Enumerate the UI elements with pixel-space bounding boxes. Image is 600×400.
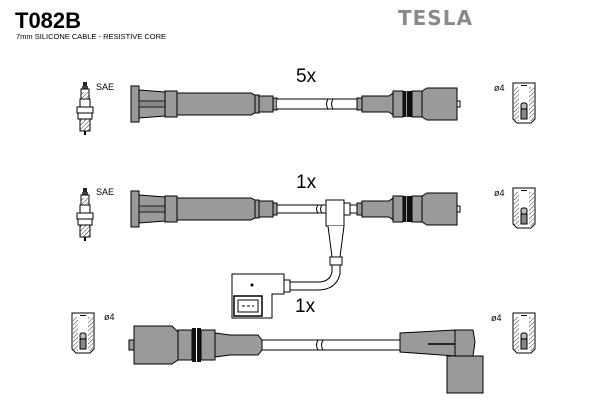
row3-cable	[262, 339, 400, 351]
row2-terminal-label: ø4	[494, 188, 505, 198]
row3-coil-boot	[128, 325, 263, 365]
row1-plug-label: SAE	[96, 82, 115, 92]
part-number: T082B	[15, 8, 82, 33]
row1-cable	[277, 98, 362, 110]
row3-right-terminal-label: ø4	[491, 313, 502, 323]
row2-quantity: 1x	[296, 172, 317, 193]
row2-plug-label: SAE	[96, 187, 115, 197]
row2-branch-quantity: 1x	[295, 296, 316, 317]
sensor-connector-icon	[231, 273, 291, 319]
row1-coil-boot	[356, 87, 461, 121]
row2-terminal-icon	[512, 187, 536, 229]
row2-coil-boot	[356, 192, 461, 226]
brand-logo: TESLA	[398, 6, 473, 30]
row1-plug-boot	[130, 85, 278, 123]
row2-plug-boot	[130, 190, 278, 228]
row3-angled-plug-boot	[399, 329, 484, 394]
row2-cable	[277, 199, 358, 291]
cable-description: 7mm SILICONE CABLE - RESISTIVE CORE	[16, 32, 167, 41]
row1-terminal-icon	[512, 82, 536, 124]
row1-spark-plug-icon	[76, 81, 94, 136]
row2-spark-plug-icon	[76, 187, 94, 242]
row3-left-terminal-icon	[71, 312, 95, 354]
row1-terminal-label: ø4	[494, 83, 505, 93]
row1-quantity: 5x	[296, 66, 317, 87]
row3-right-terminal-icon	[512, 312, 536, 354]
row3-left-terminal-label: ø4	[104, 312, 115, 322]
